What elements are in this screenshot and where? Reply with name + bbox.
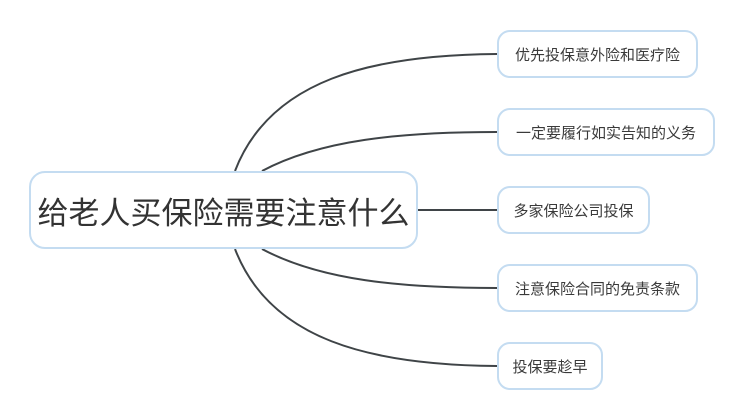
branch-topic-3[interactable]: 注意保险合同的免责条款 (497, 264, 698, 312)
branch-topic-label: 优先投保意外险和医疗险 (514, 45, 680, 64)
branch-topic-2[interactable]: 多家保险公司投保 (497, 186, 650, 234)
branch-topic-label: 投保要趁早 (512, 357, 588, 376)
root-topic-label: 给老人买保险需要注意什么 (37, 195, 410, 232)
branch-topic-label: 注意保险合同的免责条款 (514, 279, 680, 298)
root-topic[interactable]: 给老人买保险需要注意什么 (29, 171, 418, 249)
branch-topic-1[interactable]: 一定要履行如实告知的义务 (497, 108, 715, 156)
connector-branch-4 (234, 248, 498, 367)
branch-topic-label: 一定要履行如实告知的义务 (515, 123, 696, 142)
branch-topic-0[interactable]: 优先投保意外险和医疗险 (497, 30, 698, 78)
connector-branch-0 (234, 53, 498, 172)
connector-branch-3 (261, 248, 498, 289)
connector-branch-1 (261, 131, 498, 172)
branch-topic-label: 多家保险公司投保 (513, 201, 634, 220)
branch-topic-4[interactable]: 投保要趁早 (497, 342, 603, 390)
